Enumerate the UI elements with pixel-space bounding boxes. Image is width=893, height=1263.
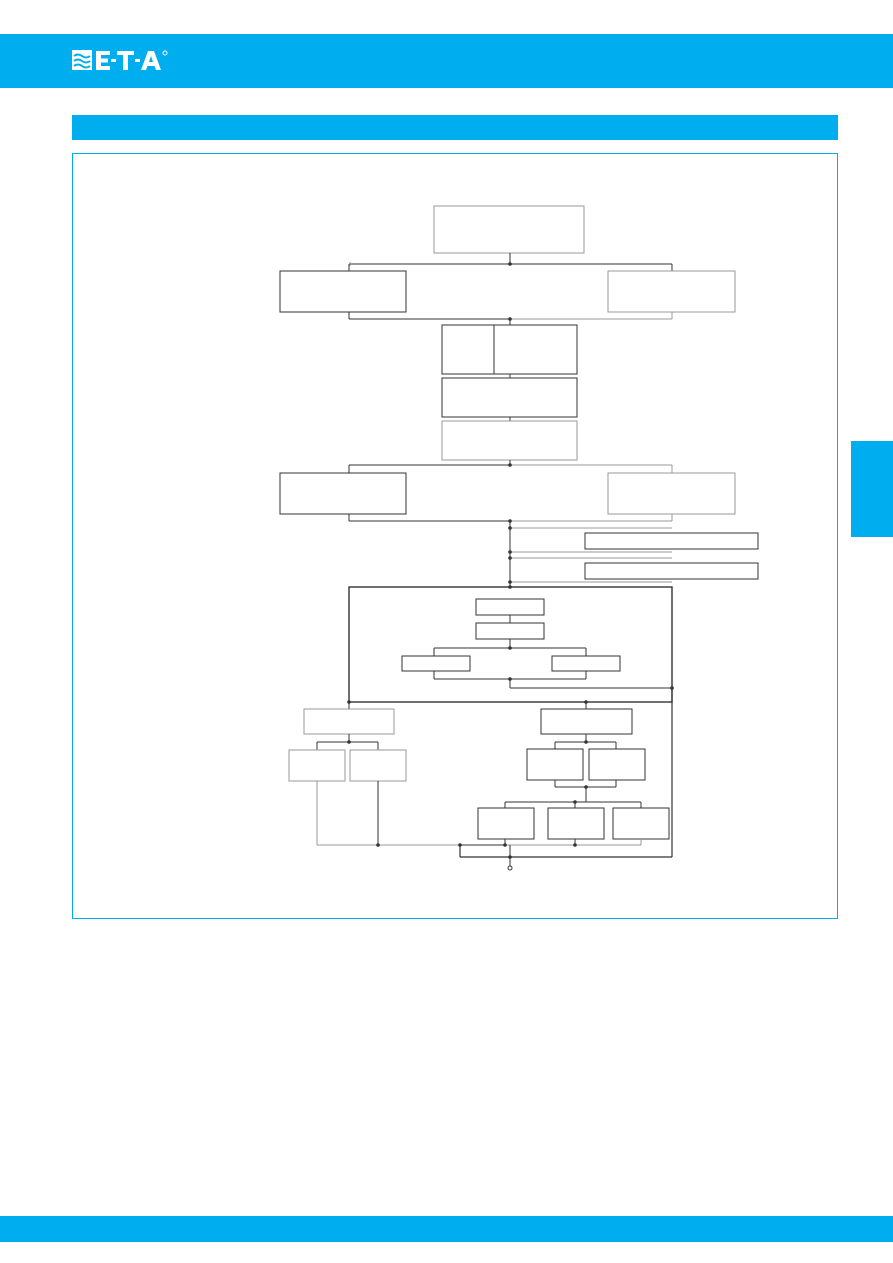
flow-box-lower-left-b — [349, 749, 407, 782]
flow-box-step-2 — [441, 377, 578, 418]
side-index-tab — [851, 441, 893, 537]
flow-box-loop-right — [551, 655, 621, 672]
flow-box-split — [441, 324, 578, 375]
flow-box-start — [433, 205, 585, 254]
eta-logo-icon — [72, 50, 168, 70]
flow-box-loop-2 — [475, 622, 545, 640]
flow-box-lower-left-a — [288, 749, 346, 782]
flow-box-lower-right — [540, 708, 633, 735]
content-frame — [72, 153, 838, 919]
flow-box-final-b — [547, 807, 605, 840]
flow-box-left-1 — [279, 270, 407, 313]
section-title-bar — [72, 115, 838, 140]
footer-bar — [0, 1216, 893, 1242]
flow-box-loop-left — [401, 655, 471, 672]
flow-box-right-1 — [607, 270, 736, 313]
flow-box-right-2 — [607, 472, 736, 515]
flow-end-terminal — [507, 865, 513, 871]
flow-box-final-c — [612, 807, 670, 840]
flow-box-lower-right-b — [588, 748, 646, 781]
flow-box-left-2 — [279, 472, 407, 515]
flow-box-final-a — [477, 807, 535, 840]
flow-option-box-2 — [584, 562, 759, 580]
flow-box-step-3 — [441, 420, 578, 461]
flow-option-box-1 — [584, 532, 759, 550]
flow-box-lower-left — [303, 708, 395, 735]
flow-box-loop-1 — [475, 598, 545, 616]
flow-box-lower-right-a — [526, 748, 584, 781]
